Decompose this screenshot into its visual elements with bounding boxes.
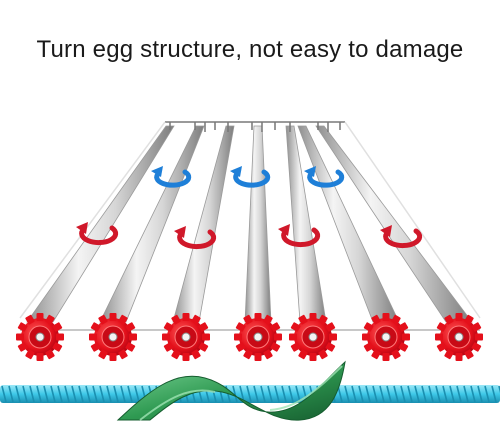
roller-rod	[244, 125, 272, 323]
screw-thread	[232, 385, 238, 403]
gear-icon	[288, 312, 338, 362]
gear-icon	[88, 312, 138, 362]
roller-rods	[26, 125, 473, 323]
screw-thread	[274, 385, 280, 403]
screw-thread	[78, 385, 84, 403]
screw-thread	[393, 385, 399, 403]
screw-thread	[113, 385, 119, 403]
screw-thread	[29, 385, 35, 403]
screw-thread	[477, 385, 483, 403]
screw-thread	[372, 385, 378, 403]
screw-thread	[400, 385, 406, 403]
screw-thread	[442, 385, 448, 403]
screw-thread	[253, 385, 259, 403]
screw-thread	[57, 385, 63, 403]
screw-thread	[22, 385, 28, 403]
roller-rod	[26, 125, 175, 323]
screw-thread	[106, 385, 112, 403]
screw-thread	[344, 385, 350, 403]
screw-thread	[127, 385, 133, 403]
screw-thread	[379, 385, 385, 403]
screw-thread	[1, 385, 7, 403]
roller-rod	[315, 125, 473, 323]
screw-thread	[239, 385, 245, 403]
screw-thread	[386, 385, 392, 403]
screw-thread	[246, 385, 252, 403]
gear-icon	[15, 312, 65, 362]
gear-icon	[434, 312, 484, 362]
screw-thread	[358, 385, 364, 403]
screw-thread	[134, 385, 140, 403]
headline: Turn egg structure, not easy to damage	[36, 36, 464, 63]
gear-row	[15, 312, 484, 362]
screw-thread	[288, 385, 294, 403]
screw-thread	[456, 385, 462, 403]
screw-thread	[120, 385, 126, 403]
screw-thread	[491, 385, 497, 403]
rod-brackets	[169, 122, 341, 132]
screw-thread	[414, 385, 420, 403]
helix-blade-icon	[116, 360, 346, 421]
screw-thread	[64, 385, 70, 403]
screw-thread	[470, 385, 476, 403]
screw-thread	[99, 385, 105, 403]
roller-rod	[172, 125, 235, 323]
screw-thread	[43, 385, 49, 403]
roller-rod	[285, 125, 327, 323]
screw-thread	[71, 385, 77, 403]
screw-thread	[281, 385, 287, 403]
roller-rod	[297, 125, 400, 323]
screw-thread	[295, 385, 301, 403]
screw-thread	[351, 385, 357, 403]
screw-thread	[407, 385, 413, 403]
screw-thread	[8, 385, 14, 403]
screw-thread	[428, 385, 434, 403]
screw-thread	[260, 385, 266, 403]
worm-screw	[0, 385, 500, 403]
screw-thread	[15, 385, 21, 403]
screw-thread	[267, 385, 273, 403]
screw-thread	[85, 385, 91, 403]
screw-thread	[365, 385, 371, 403]
gear-icon	[233, 312, 283, 362]
roller-rod	[99, 125, 205, 323]
gear-icon	[361, 312, 411, 362]
screw-thread	[435, 385, 441, 403]
gear-icon	[161, 312, 211, 362]
screw-thread	[92, 385, 98, 403]
screw-thread	[484, 385, 490, 403]
screw-thread	[421, 385, 427, 403]
screw-thread	[36, 385, 42, 403]
screw-thread	[463, 385, 469, 403]
screw-thread	[50, 385, 56, 403]
screw-thread	[449, 385, 455, 403]
